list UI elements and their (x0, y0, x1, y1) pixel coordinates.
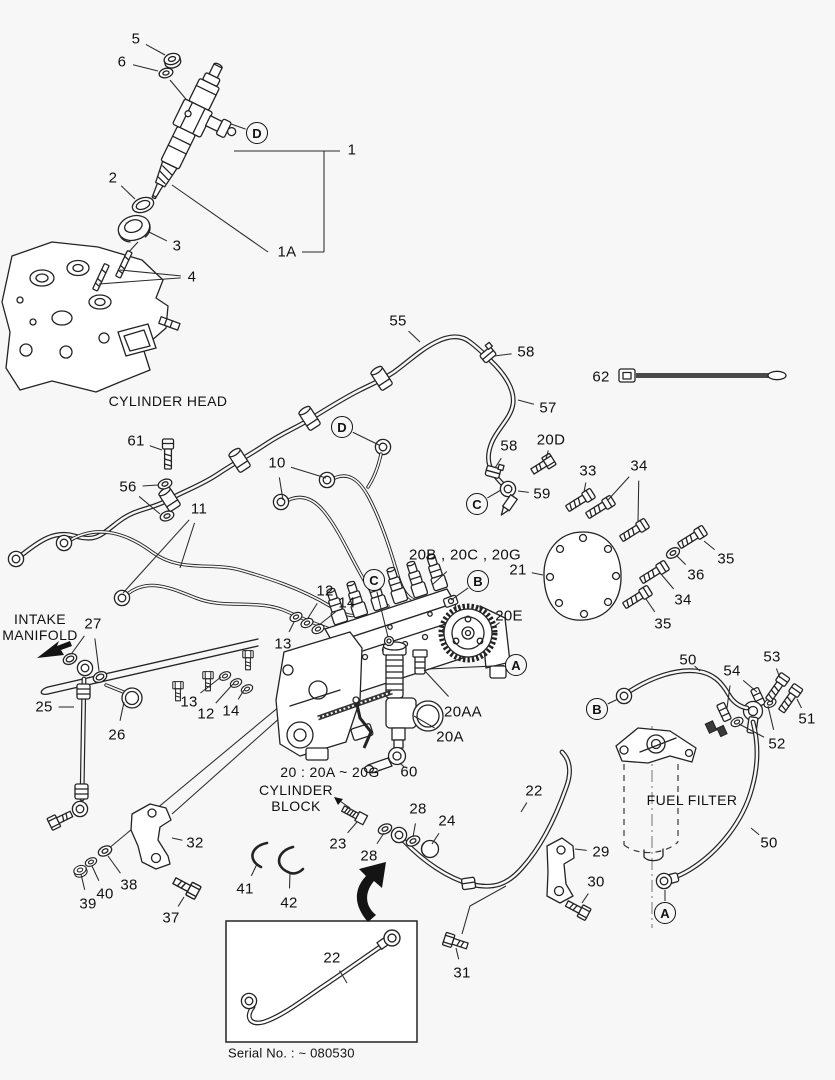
part-callout-24: 24 (438, 812, 456, 830)
cylinder-head-label: CYLINDER HEAD (108, 393, 228, 409)
part-callout-34: 34 (630, 457, 648, 475)
part-callout-51: 51 (798, 710, 816, 728)
part-callout-20e: 20E (495, 607, 523, 625)
intake-pipe-art (37, 641, 143, 831)
part-callout-58: 58 (500, 437, 518, 455)
cylinder-block-label: CYLINDER BLOCK (259, 782, 333, 814)
detail-arrow (356, 862, 386, 922)
part-callout-22: 22 (323, 949, 341, 967)
part-callout-4: 4 (187, 268, 197, 286)
hose-22-art (334, 749, 592, 953)
ref-circle-d: D (246, 122, 268, 144)
ref-circle-a: A (505, 654, 527, 676)
part-callout-35: 35 (717, 550, 735, 568)
injector-art (91, 51, 237, 293)
part-callout-22: 22 (525, 782, 543, 800)
cylinder-block-line1: CYLINDER (259, 781, 333, 798)
part-callout-40: 40 (96, 885, 114, 903)
part-callout-27: 27 (84, 615, 102, 633)
part-callout-12: 12 (316, 582, 334, 600)
part-callout-37: 37 (162, 909, 180, 927)
ref-circle-d: D (331, 416, 353, 438)
part-callout-2: 2 (108, 169, 118, 187)
part-callout-33: 33 (579, 462, 597, 480)
part-callout-1a: 1A (277, 243, 297, 261)
ref-circle-b: B (467, 570, 489, 592)
part-callout-20b20c20g: 20B , 20C , 20G (408, 546, 522, 564)
part-callout-3: 3 (172, 237, 182, 255)
bracket-32-art (71, 803, 305, 901)
ref-circle-b: B (586, 698, 608, 720)
part-callout-55: 55 (389, 312, 407, 330)
ref-circle-c: C (363, 569, 385, 591)
part-callout-50: 50 (679, 651, 697, 669)
part-callout-29: 29 (592, 843, 610, 861)
part-callout-20aa: 20AA (444, 703, 482, 721)
part-callout-54: 54 (723, 662, 741, 680)
part-callout-12: 12 (197, 705, 215, 723)
part-callout-53: 53 (763, 648, 781, 666)
part-callout-21: 21 (509, 561, 527, 579)
part-callout-61: 61 (127, 432, 145, 450)
inset-box (225, 920, 418, 1043)
part-callout-23: 23 (329, 835, 347, 853)
callout-bracket-1 (171, 150, 340, 253)
part-callout-13: 13 (274, 635, 292, 653)
injection-pump-art (275, 552, 511, 774)
part-callout-26: 26 (108, 726, 126, 744)
part-callout-25: 25 (35, 698, 53, 716)
part-callout-42: 42 (280, 894, 298, 912)
part-callout-57: 57 (539, 399, 557, 417)
part-callout-10: 10 (268, 454, 286, 472)
part-callout-5: 5 (131, 30, 141, 48)
part-callout-52: 52 (768, 735, 786, 753)
fuel-filter-art (615, 668, 804, 928)
part-callout-20d: 20D (536, 431, 566, 449)
part-callout-62: 62 (592, 368, 610, 386)
part-callout-30: 30 (587, 873, 605, 891)
cylinder-block-line2: BLOCK (271, 798, 321, 814)
part-callout-31: 31 (453, 964, 471, 982)
part-callout-56: 56 (119, 478, 137, 496)
part-callout-35: 35 (654, 615, 672, 633)
leak-off-rail-art (7, 334, 557, 568)
part-callout-28: 28 (409, 800, 427, 818)
part-callout-39: 39 (79, 895, 97, 913)
ref-circle-a: A (654, 902, 676, 924)
part-callout-50: 50 (760, 834, 778, 852)
part-callout-58: 58 (517, 343, 535, 361)
part-callout-28: 28 (360, 847, 378, 865)
part-callout-6: 6 (117, 53, 127, 71)
part-callout-36: 36 (687, 566, 705, 584)
serial-note: Serial No. : ~ 080530 (228, 1045, 355, 1061)
part-callout-1: 1 (347, 141, 357, 159)
part-callout-32: 32 (186, 834, 204, 852)
part-callout-59: 59 (533, 485, 551, 503)
ref-circle-c: C (466, 493, 488, 515)
cable-tie-art (618, 368, 787, 383)
part-callout-60: 60 (400, 763, 418, 781)
intake-manifold-line2: MANIFOLD (2, 627, 78, 643)
part-callout-41: 41 (236, 880, 254, 898)
part-callout-14: 14 (222, 702, 240, 720)
part-callout-11: 11 (190, 500, 208, 518)
intake-manifold-label: INTAKE MANIFOLD (2, 611, 78, 643)
part-callout-38: 38 (120, 876, 138, 894)
pump-range-label: 20 : 20A ~ 20G (280, 764, 380, 780)
intake-manifold-line1: INTAKE (14, 610, 66, 627)
cylinder-head-art (1, 241, 181, 393)
part-callout-20a: 20A (436, 728, 464, 746)
part-callout-34: 34 (674, 591, 692, 609)
part-callout-14: 14 (338, 594, 356, 612)
fuel-filter-label: FUEL FILTER (646, 792, 738, 808)
part-callout-13: 13 (180, 693, 198, 711)
gasket-art (543, 531, 622, 621)
